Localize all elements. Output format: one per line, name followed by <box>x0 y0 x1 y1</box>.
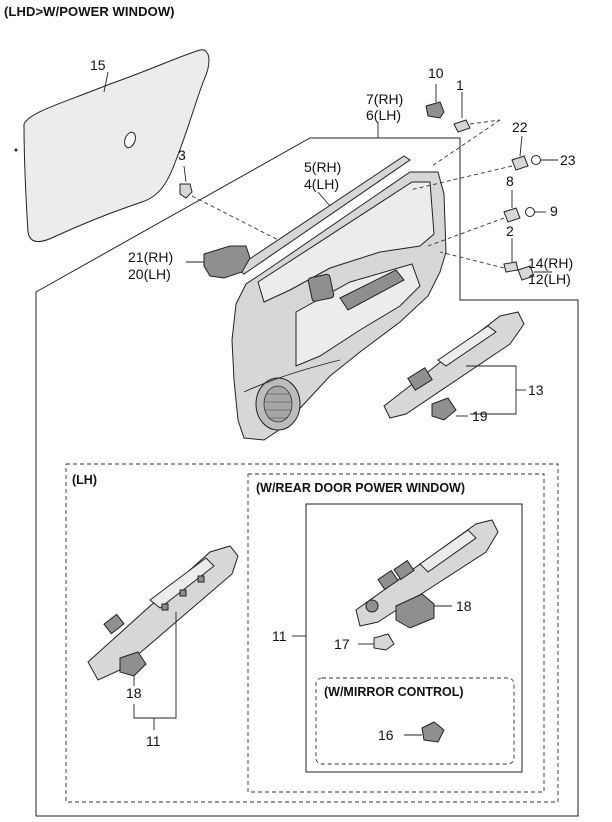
diagram-title: (LHD>W/POWER WINDOW) <box>4 4 175 19</box>
rear-knob-17 <box>373 633 395 651</box>
callout-3: 3 <box>178 147 186 163</box>
callout-1: 1 <box>456 77 464 93</box>
screw-1 <box>453 119 471 133</box>
ring-23 <box>531 155 541 165</box>
callout-19: 19 <box>472 408 488 424</box>
callout-6: 6(LH) <box>366 107 401 123</box>
insulation-pad <box>23 49 210 242</box>
callout-8: 8 <box>506 173 514 189</box>
lh-armrest-switch-slot <box>103 613 125 635</box>
clip-8 <box>503 207 521 223</box>
callout-rear-18: 18 <box>456 598 472 614</box>
rear-armrest-grip <box>419 529 477 573</box>
callout-lh-18: 18 <box>126 685 142 701</box>
dash-3 <box>191 195 287 245</box>
callout-mirror-16: 16 <box>378 727 394 743</box>
leader-4-5 <box>317 191 331 207</box>
main-assembly-frame <box>35 137 579 817</box>
callout-12: 12(LH) <box>528 271 571 287</box>
rear-armrest-knob <box>365 599 379 613</box>
dash-22 <box>409 165 513 191</box>
switch-panel-13 <box>383 311 525 419</box>
leader-13 <box>466 365 517 415</box>
rear-door-box <box>247 473 545 793</box>
callout-5: 5(RH) <box>304 159 341 175</box>
dash-2 <box>439 251 505 269</box>
lh-armrest-clip-a <box>161 603 169 611</box>
door-trim-upper <box>257 181 435 303</box>
callout-lh-11: 11 <box>146 733 161 749</box>
mirror-box <box>315 677 515 765</box>
inside-handle-10 <box>425 101 445 119</box>
callout-22: 22 <box>512 119 528 135</box>
rear-door-box-label: (W/REAR DOOR POWER WINDOW) <box>256 481 465 495</box>
cap-12-14 <box>517 265 535 281</box>
leader-3 <box>183 165 187 183</box>
speaker-grille-inner <box>263 385 293 423</box>
callout-20: 20(LH) <box>128 266 171 282</box>
switch-19 <box>431 397 457 421</box>
leader-lh-11 <box>133 612 177 719</box>
insulation-pad-hole <box>124 131 136 149</box>
callout-rear-11: 11 <box>272 628 287 644</box>
armrest-area <box>295 263 421 367</box>
callout-rear-17: 17 <box>334 636 350 652</box>
lh-armrest-clip-b <box>179 589 187 597</box>
insulation-pad-dot <box>14 148 18 152</box>
lh-armrest-panel <box>87 545 239 681</box>
callout-2: 2 <box>506 223 514 239</box>
bracket-20-21 <box>203 245 251 279</box>
rear-door-parts-frame <box>305 503 523 773</box>
callout-14: 14(RH) <box>528 255 573 271</box>
callout-21: 21(RH) <box>128 249 173 265</box>
mirror-box-label: (W/MIRROR CONTROL) <box>324 685 464 699</box>
callout-23: 23 <box>560 152 576 168</box>
callout-15: 15 <box>90 57 106 73</box>
washer-9 <box>525 207 535 217</box>
lh-box <box>65 463 559 803</box>
lh-box-label: (LH) <box>72 473 97 487</box>
clip-3 <box>179 183 193 199</box>
rear-armrest-switch-a <box>377 569 399 591</box>
switch-panel-recess <box>339 269 405 311</box>
door-pocket-line <box>243 359 341 393</box>
mirror-switch-16 <box>421 721 445 743</box>
callout-13: 13 <box>528 382 544 398</box>
screw-2 <box>503 261 519 273</box>
door-handle-recess <box>307 273 335 302</box>
leader-15 <box>103 71 109 93</box>
lh-armrest-clip-c <box>197 575 205 583</box>
callout-9: 9 <box>550 203 558 219</box>
rear-switch-18 <box>395 593 435 629</box>
lh-switch-18 <box>119 651 147 677</box>
clip-22 <box>511 155 529 171</box>
rear-armrest-switch-b <box>393 559 415 581</box>
leader-22 <box>519 135 523 157</box>
callout-7: 7(RH) <box>366 91 403 107</box>
callout-10: 10 <box>428 65 444 81</box>
switch-panel-13-opening <box>407 367 433 391</box>
lh-armrest-grip <box>149 557 215 609</box>
dash-1 <box>469 119 501 125</box>
switch-panel-13-grip <box>437 325 497 367</box>
callout-4: 4(LH) <box>304 176 339 192</box>
